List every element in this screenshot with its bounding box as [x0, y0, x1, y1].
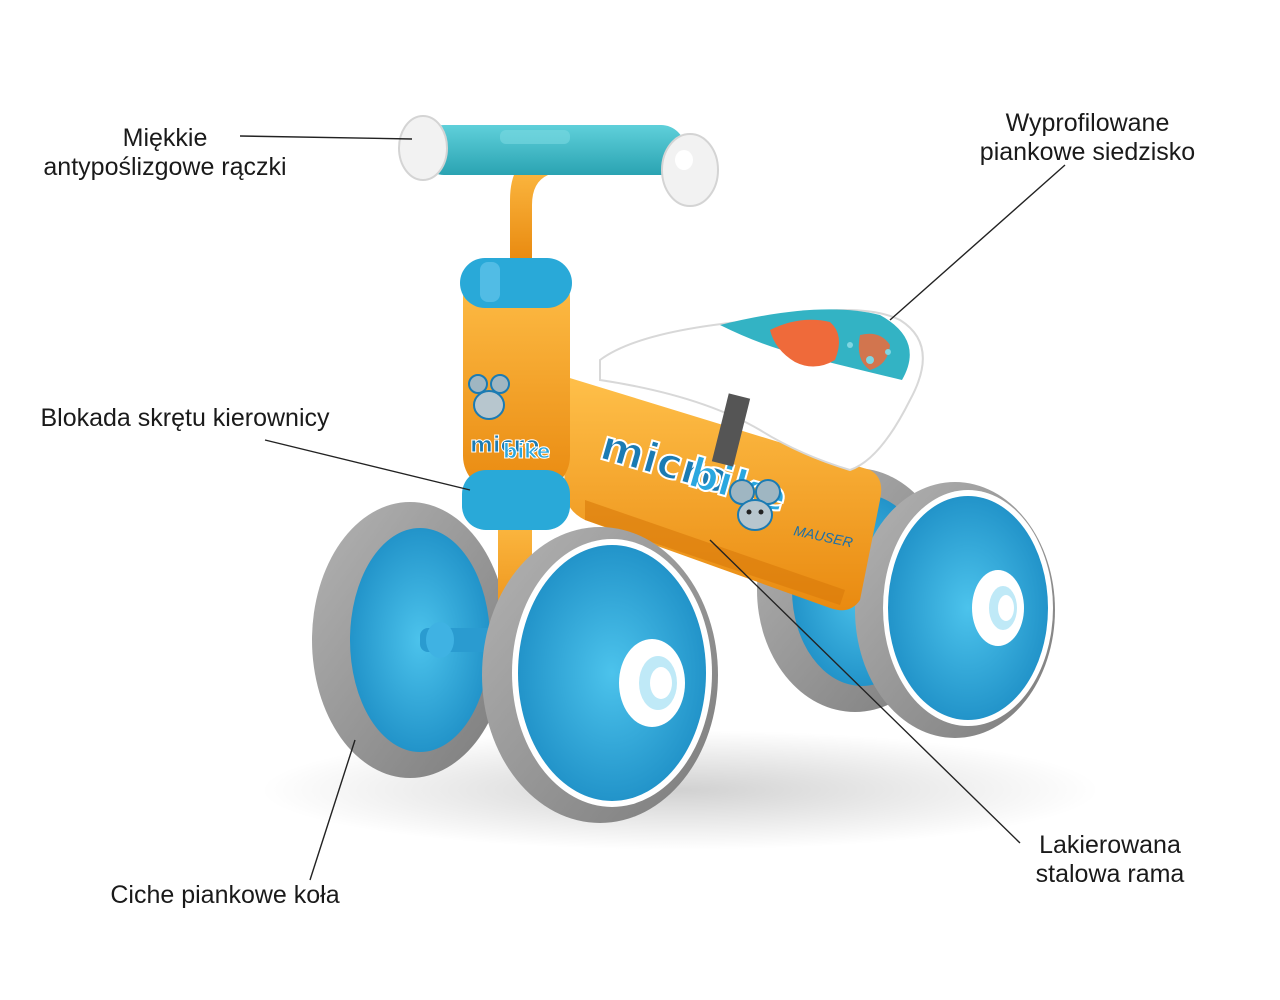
seat — [599, 309, 924, 472]
stem-logo-micro: micro — [470, 433, 539, 458]
frame-shade — [585, 500, 845, 605]
callout-frame: Lakierowana stalowa rama — [1010, 831, 1210, 889]
callout-steering-lock-line1: Blokada skrętu kierownicy — [40, 404, 330, 432]
front-left-wheel — [312, 502, 508, 778]
rear-wheel — [855, 482, 1055, 738]
leader-line-seat — [889, 164, 1066, 321]
stem-logo-bike: bike — [503, 439, 551, 463]
callout-wheels-line1: Ciche piankowe koła — [110, 881, 340, 909]
leader-line-wheels — [309, 739, 356, 881]
callout-seat-line1: Wyprofilowane — [1005, 109, 1170, 137]
callout-seat: Wyprofilowane piankowe siedzisko — [960, 109, 1215, 167]
leader-line-lock — [264, 439, 471, 491]
callout-handles-line2: antypoślizgowe rączki — [43, 153, 287, 181]
floor-shadow — [260, 730, 1100, 850]
front-wheel — [482, 527, 718, 823]
callout-steering-lock: Blokada skrętu kierownicy — [20, 404, 350, 433]
seat-post — [711, 393, 751, 467]
callout-seat-line2: piankowe siedzisko — [979, 138, 1196, 166]
handlebar — [398, 115, 719, 207]
leader-line-frame — [709, 539, 1021, 844]
leader-lines — [239, 135, 1066, 881]
main-frame — [560, 375, 882, 611]
steering-column — [460, 150, 572, 530]
stem-mouse-icon — [468, 374, 510, 420]
callout-frame-line1: Lakierowana — [1039, 831, 1181, 859]
callout-handles-line1: Miękkie — [122, 124, 208, 152]
callout-frame-line2: stalowa rama — [1035, 860, 1185, 888]
callout-wheels: Ciche piankowe koła — [95, 881, 355, 910]
mouse-emblem-icon — [729, 479, 781, 531]
callout-handles: Miękkie antypoślizgowe rączki — [30, 124, 300, 182]
leader-line-handles — [239, 135, 413, 140]
